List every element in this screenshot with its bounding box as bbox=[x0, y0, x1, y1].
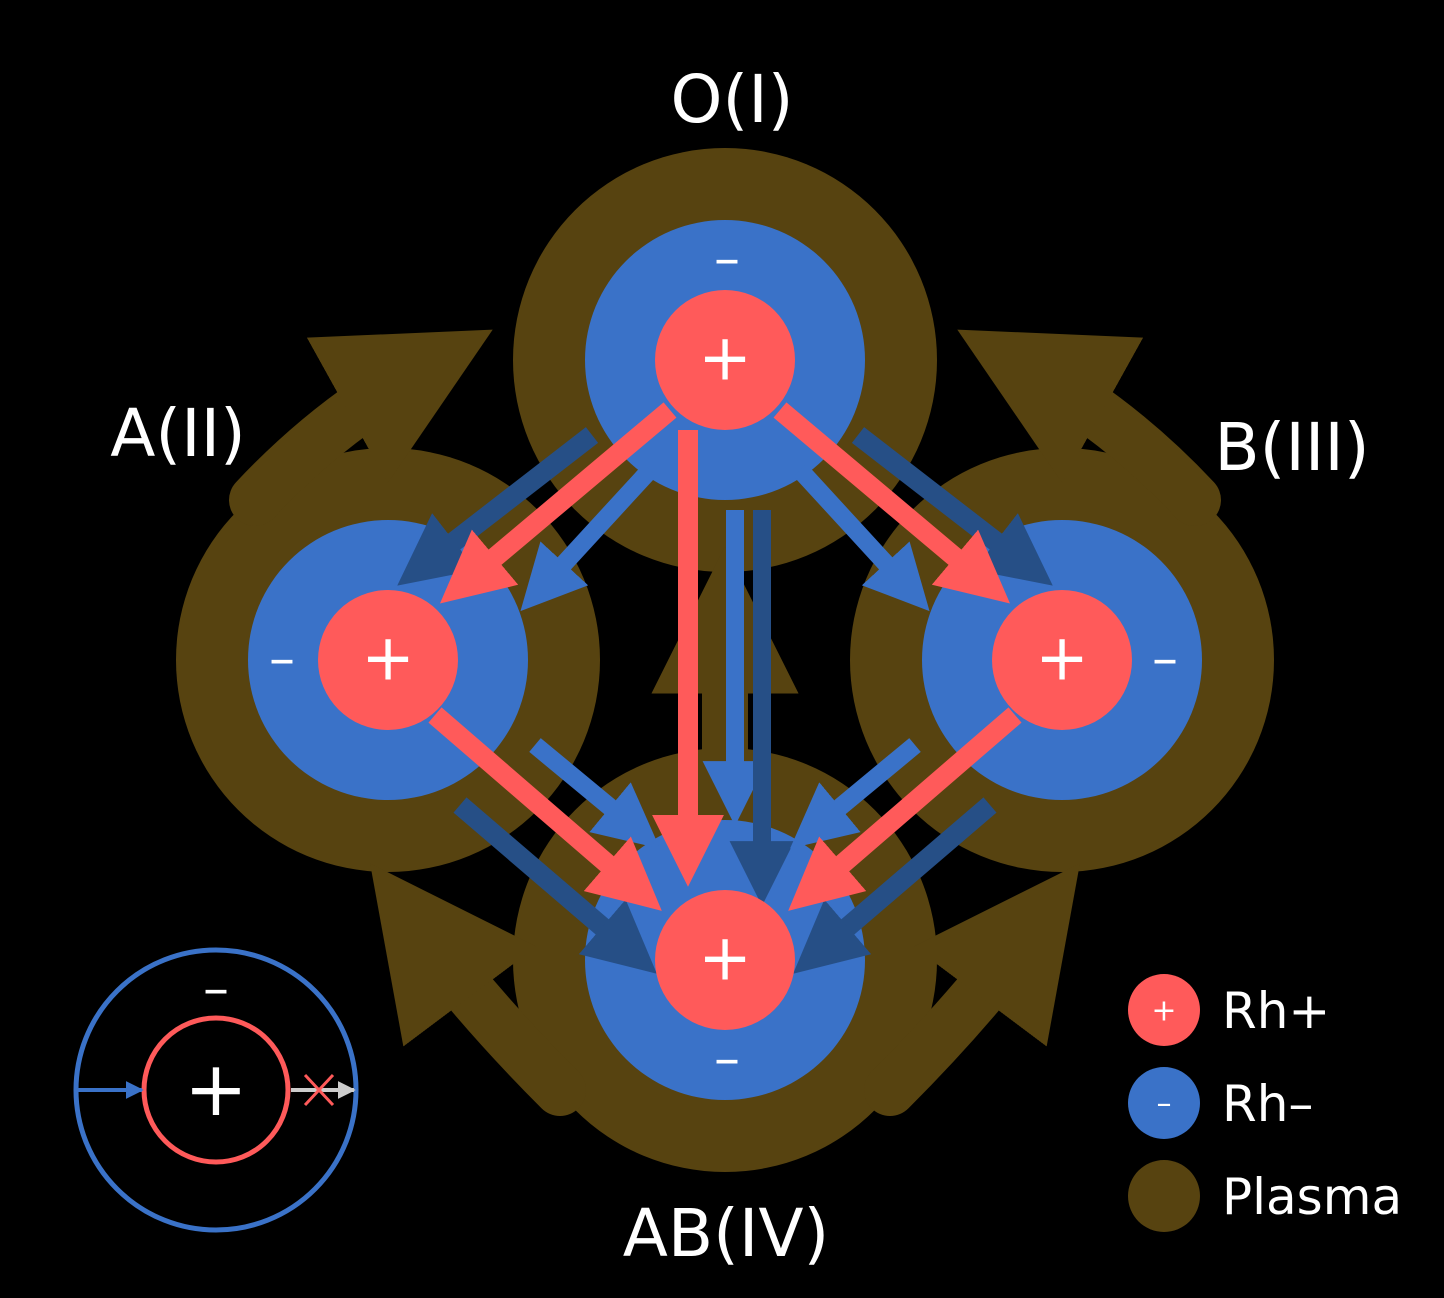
positive-sign-b: + bbox=[1035, 622, 1089, 696]
legend-swatch-plasma bbox=[1128, 1160, 1200, 1232]
rh-neg-arrow-o-to-a-inner bbox=[520, 463, 657, 612]
disc-signs: + – + – + – + – bbox=[269, 229, 1178, 1089]
rh-positive-layer bbox=[318, 290, 1132, 1030]
rh-pos-arrow-b-to-ab bbox=[788, 707, 1022, 911]
legend-label-plasma: Plasma bbox=[1222, 1168, 1402, 1226]
rh-neg-arrow-b-to-ab-outer bbox=[793, 797, 997, 974]
rh-pos-arrow-o-to-b bbox=[773, 402, 1011, 604]
plasma-arrow-b-to-o bbox=[957, 329, 1221, 526]
key-positive-sign: + bbox=[184, 1044, 248, 1133]
negative-sign-o: – bbox=[714, 229, 740, 289]
rh-pos-arrow-o-to-a bbox=[439, 402, 677, 604]
negative-sign-a: – bbox=[269, 629, 295, 689]
rh-positive-disc-ab bbox=[655, 890, 795, 1030]
key-negative-sign: – bbox=[203, 959, 229, 1019]
plasma-arrow-a-to-o bbox=[229, 329, 493, 526]
legend-swatch-rh-positive bbox=[1128, 974, 1200, 1046]
blocked-cross-icon bbox=[303, 1073, 335, 1107]
legend-label-rh-positive: Rh+ bbox=[1222, 982, 1330, 1040]
group-label-ab: AB(IV) bbox=[623, 1195, 830, 1272]
legend-item-rh-negative: – Rh– bbox=[1128, 1067, 1313, 1139]
legend-label-rh-negative: Rh– bbox=[1222, 1075, 1313, 1133]
rh-positive-disc-o bbox=[655, 290, 795, 430]
rh-positive-disc-b bbox=[992, 590, 1132, 730]
group-labels: O(I) A(II) B(III) AB(IV) bbox=[110, 61, 1369, 1272]
rh-positive-arrows bbox=[428, 402, 1022, 911]
plasma-arrow-ab-to-a bbox=[370, 863, 586, 1116]
positive-sign-a: + bbox=[361, 622, 415, 696]
legend-item-rh-positive: + Rh+ bbox=[1128, 974, 1330, 1046]
plasma-arrow-ab-to-b bbox=[864, 863, 1080, 1116]
legend-symbol-rh-positive: + bbox=[1151, 994, 1176, 1029]
legend-item-plasma: Plasma bbox=[1128, 1160, 1402, 1232]
negative-sign-b: – bbox=[1152, 629, 1178, 689]
group-label-b: B(III) bbox=[1214, 409, 1369, 486]
legend-symbol-rh-negative: – bbox=[1157, 1087, 1172, 1122]
key-diagram: – + bbox=[73, 947, 359, 1233]
group-label-o: O(I) bbox=[671, 61, 794, 138]
negative-sign-ab: – bbox=[714, 1029, 740, 1089]
rh-neg-arrow-b-to-ab-inner bbox=[790, 738, 921, 849]
rh-neg-arrow-a-to-ab-inner bbox=[529, 738, 660, 849]
rh-neg-arrow-a-to-ab-outer bbox=[453, 797, 657, 974]
legend-swatch-rh-negative bbox=[1128, 1067, 1200, 1139]
rh-positive-disc-a bbox=[318, 590, 458, 730]
rh-pos-arrow-a-to-ab bbox=[428, 707, 662, 911]
group-label-a: A(II) bbox=[110, 395, 246, 472]
positive-sign-o: + bbox=[698, 322, 752, 396]
key-inner-ring bbox=[141, 1015, 291, 1165]
rh-neg-arrow-o-to-b-inner bbox=[793, 463, 930, 612]
legend: + Rh+ – Rh– Plasma bbox=[1128, 974, 1402, 1232]
positive-sign-ab: + bbox=[698, 922, 752, 996]
